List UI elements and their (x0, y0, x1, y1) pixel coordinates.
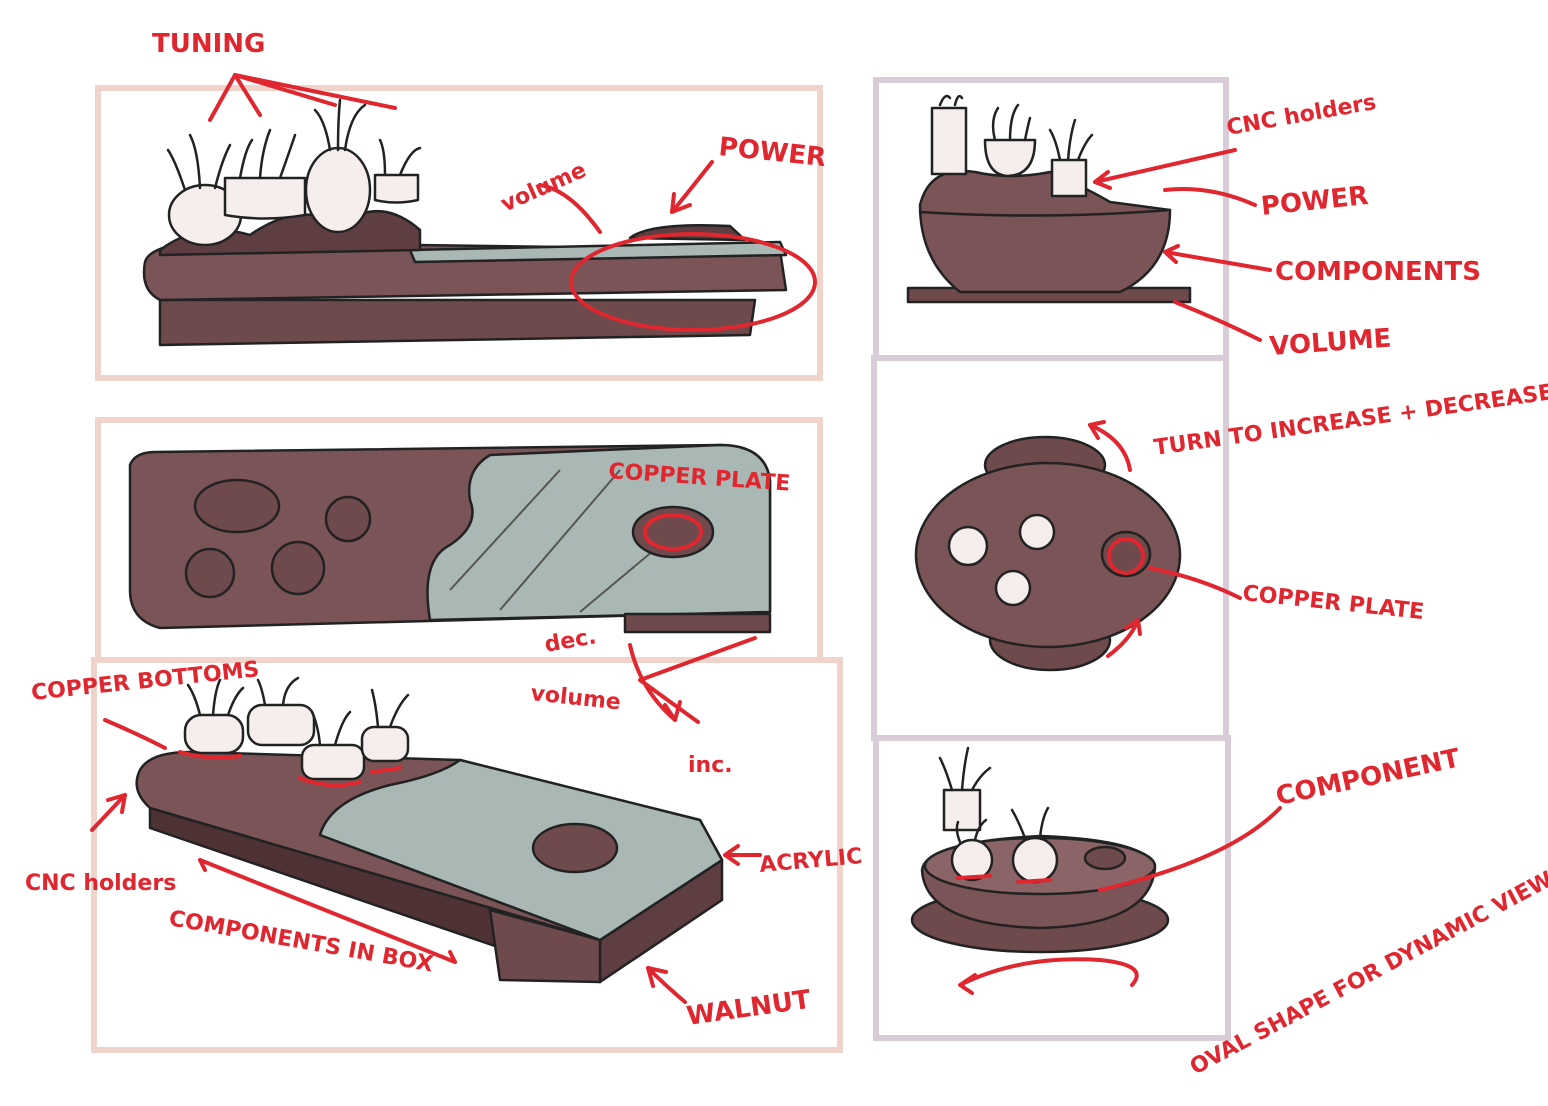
top-oval-body (914, 461, 1182, 649)
holder-2 (324, 495, 372, 543)
persp-plant-leaves (186, 676, 410, 747)
frame-bottom-right (873, 735, 1231, 1041)
right-panel-frames (871, 77, 1231, 1041)
power-pointer-top (670, 160, 714, 214)
persp-pot-3 (300, 743, 366, 781)
side-oval-rim (918, 208, 1172, 217)
persp-oval-copper-marks (956, 874, 1052, 884)
top-view-oval (914, 420, 1242, 672)
copper-plate-highlight (643, 513, 703, 551)
perspective-view-speaker (90, 676, 762, 1004)
side-view-oval (906, 94, 1272, 342)
side-view-speaker (142, 73, 817, 347)
persp-oval-pot-2 (950, 838, 994, 882)
perspective-view-oval (910, 746, 1282, 995)
perspective-knob (531, 822, 619, 874)
volume-highlight-circle (569, 232, 817, 332)
persp-pot-1 (183, 713, 245, 755)
label-power-top: POWER (717, 132, 827, 173)
plant-leaves (166, 98, 422, 192)
perspective-acrylic (318, 758, 724, 942)
persp-oval-plants (938, 746, 1050, 844)
turn-arrow-top (1088, 420, 1132, 472)
copper-plate-pointer-right (1148, 566, 1242, 600)
label-power-right: POWER (1260, 181, 1370, 222)
persp-oval-knob (1083, 845, 1127, 871)
persp-oval-pot-3 (1011, 836, 1059, 884)
label-tuning: TUNING (152, 29, 265, 59)
left-panel-frames (91, 85, 843, 1053)
volume-pointer-right (1173, 300, 1262, 342)
side-oval-pot-2 (983, 138, 1037, 178)
copper-bottom-marks (178, 750, 402, 788)
copper-bottoms-pointer (103, 718, 167, 750)
turn-arrow-bottom (1106, 618, 1142, 658)
label-cnc-holders-right: CNC holders (1225, 90, 1378, 141)
dec-inc-pointers (628, 636, 757, 724)
side-oval-pot-3 (1050, 158, 1088, 198)
cnc-holders-pointer-left (90, 793, 127, 832)
label-copper-bottoms: COPPER BOTTOMS (30, 657, 261, 706)
label-inc: inc. (688, 753, 733, 778)
label-turn-to-increase-decrease: TURN TO INCREASE + DECREASE (1152, 380, 1548, 461)
label-acrylic: ACRYLIC (758, 844, 863, 878)
cnc-holders-pointer-right (1093, 148, 1237, 190)
rotate-arrow (958, 957, 1139, 995)
top-oval-pot-2 (1018, 513, 1056, 551)
tuning-pointers (208, 73, 397, 122)
label-copper-plate-right: COPPER PLATE (1241, 581, 1425, 625)
frame-top-left (95, 85, 823, 381)
holder-1 (193, 478, 281, 534)
frame-bottom-left (91, 657, 843, 1053)
components-pointer-right (1163, 244, 1272, 272)
power-pointer-right (1163, 187, 1257, 207)
label-volume-mid: volume (529, 681, 622, 715)
pot-3 (304, 146, 372, 234)
side-oval-plants (938, 94, 1094, 162)
pot-4 (373, 173, 420, 204)
label-component-right: COMPONENT (1273, 744, 1463, 812)
top-view-speaker (128, 443, 772, 724)
holder-3 (184, 547, 236, 599)
label-components-right: COMPONENTS (1275, 257, 1481, 287)
top-view-acrylic (426, 443, 772, 622)
top-oval-copper-highlight (1107, 537, 1145, 575)
volume-pointer-top (538, 183, 602, 234)
acrylic-pointer (723, 844, 762, 866)
label-dec: dec. (543, 624, 599, 658)
top-view-base-edge (623, 612, 772, 634)
side-oval-bowl (918, 169, 1172, 294)
label-volume-right: VOLUME (1268, 324, 1392, 362)
walnut-pointer (646, 966, 687, 1004)
pot-2 (223, 176, 307, 220)
label-oval-shape-note: OVAL SHAPE FOR DYNAMIC VIEW OF VOLUME TU… (1186, 747, 1548, 1080)
persp-oval-pot-1 (942, 788, 982, 832)
top-oval-pot-1 (947, 525, 989, 567)
label-volume-top: volume (497, 158, 590, 218)
holder-4 (270, 540, 326, 596)
components-in-box-span (198, 858, 457, 964)
component-pointer-right (1098, 806, 1282, 892)
base-box (158, 298, 757, 347)
top-oval-pot-3 (994, 569, 1032, 607)
persp-pot-2 (246, 703, 316, 747)
side-oval-pot-1 (930, 106, 968, 176)
label-cnc-holders-left: CNC holders (25, 871, 176, 896)
label-components-in-box: COMPONENTS IN BOX (167, 906, 435, 977)
persp-pot-4 (360, 725, 410, 763)
label-walnut: WALNUT (685, 985, 813, 1032)
